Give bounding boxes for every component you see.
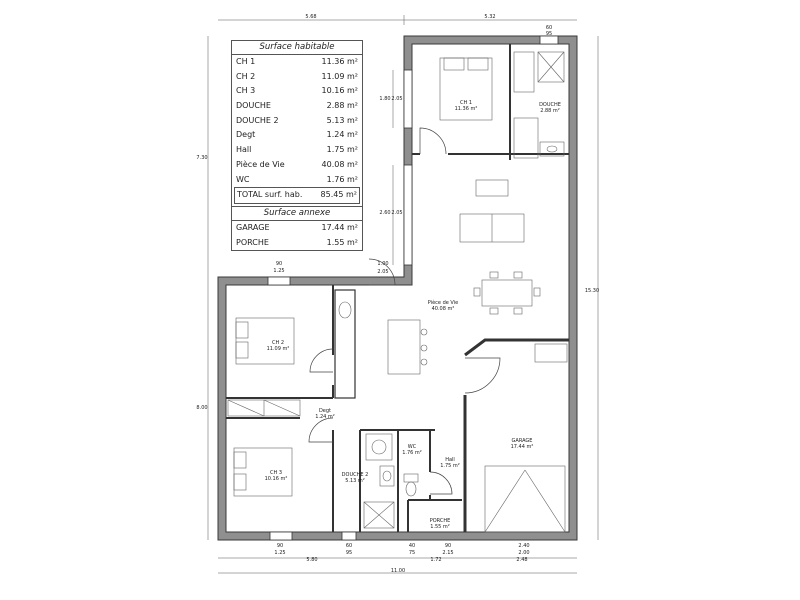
dim-label: 1.25 <box>274 550 286 556</box>
dim-label: 5.68 <box>305 14 317 20</box>
dim-label: 90 <box>275 261 283 267</box>
dim-label: 90 <box>444 543 452 549</box>
dim-label: 11.00 <box>390 568 406 574</box>
dimension-lines <box>207 15 599 574</box>
dim-label: 1.25 <box>273 268 285 274</box>
dim-label: 60 <box>345 543 353 549</box>
dim-label: 95 <box>545 31 553 37</box>
dim-label: 8.00 <box>196 405 208 411</box>
dim-label: 1.80 <box>379 96 391 102</box>
dim-label: 2.05 <box>377 269 389 275</box>
dim-label: 15.30 <box>584 288 600 294</box>
dim-label: 7.30 <box>196 155 208 161</box>
exterior-walls <box>217 35 578 541</box>
dim-label: 40 <box>408 543 416 549</box>
legend-annex-title: Surface annexe <box>232 205 362 221</box>
dim-label: 2.60 <box>379 210 391 216</box>
windows <box>267 35 559 541</box>
dim-label: 2.00 <box>518 550 530 556</box>
dim-label: 95 <box>345 550 353 556</box>
dim-label: 1.72 <box>430 557 442 563</box>
dim-label: 90 <box>276 543 284 549</box>
legend-title: Surface habitable <box>232 41 362 55</box>
dim-label: 5.80 <box>306 557 318 563</box>
legend-total: TOTAL surf. hab.85.45 m² <box>234 187 360 204</box>
dim-label: 2.05 <box>391 210 403 216</box>
dim-label: 60 <box>545 25 553 31</box>
dim-label: 5.32 <box>484 14 496 20</box>
furniture <box>227 51 568 533</box>
dim-label: 75 <box>408 550 416 556</box>
interior-walls <box>226 44 569 532</box>
dim-label: 2.48 <box>516 557 528 563</box>
dim-label: 2.40 <box>518 543 530 549</box>
dim-label: 1.00 <box>377 261 389 267</box>
dim-label: 2.05 <box>391 96 403 102</box>
dim-label: 2.15 <box>442 550 454 556</box>
